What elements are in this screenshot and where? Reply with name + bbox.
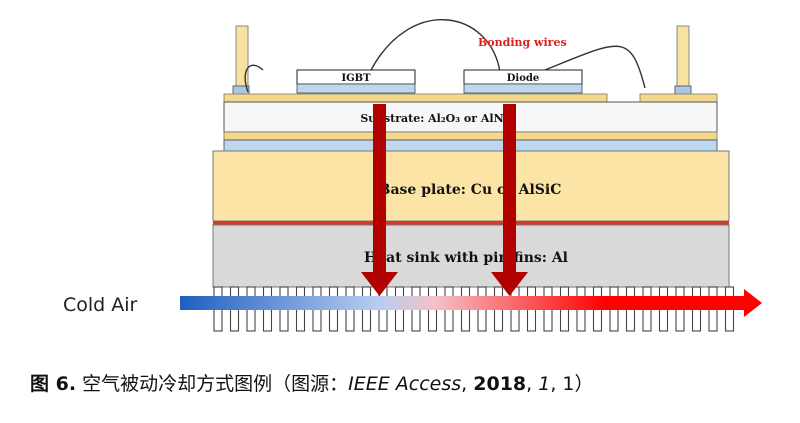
- bonding-wire-2: [369, 19, 501, 73]
- power-module-cooling-diagram: Bonding wires IGBT Diode Substrate: Al₂O…: [63, 19, 762, 332]
- top-copper-right: [639, 93, 718, 103]
- thermal-interface: [213, 221, 729, 225]
- bonding-wire-1: [244, 64, 264, 93]
- bottom-copper: [223, 131, 718, 141]
- caption-journal: IEEE Access: [348, 373, 462, 395]
- heat-sink: [212, 224, 730, 288]
- diode-label: Diode: [507, 73, 540, 84]
- diode-solder: [463, 83, 583, 94]
- igbt-label: IGBT: [341, 73, 371, 84]
- figure-number: 图 6.: [30, 373, 77, 395]
- baseplate-label: Base plate: Cu or AlSiC: [379, 182, 562, 198]
- substrate-label: Substrate: Al₂O₃ or AlN: [360, 112, 503, 125]
- heatsink-label: Heat sink with pin fins: Al: [364, 250, 568, 266]
- igbt-solder: [296, 83, 416, 94]
- heat-arrow-right-head: [491, 272, 528, 296]
- heat-arrow-left-shaft: [373, 104, 386, 274]
- substrate-solder: [223, 139, 718, 152]
- figure-caption: 图 6. 空气被动冷却方式图例（图源：IEEE Access, 2018, 1,…: [30, 369, 594, 396]
- top-copper-left: [223, 93, 608, 103]
- base-plate: [212, 150, 730, 222]
- air-flow-arrowhead: [744, 289, 762, 317]
- air-flow-bar: [180, 296, 748, 310]
- bonding-wire-3: [539, 45, 646, 89]
- caption-rest: , 1）: [550, 373, 594, 395]
- caption-year: 2018: [473, 373, 527, 395]
- caption-sep-1: ,: [461, 373, 474, 395]
- caption-volume: 1: [538, 373, 551, 395]
- caption-text: 空气被动冷却方式图例（图源：: [76, 373, 349, 395]
- bonding-wires-label: Bonding wires: [478, 36, 567, 49]
- heat-arrow-right-shaft: [503, 104, 516, 274]
- terminal-right: [676, 25, 690, 89]
- cold-air-label: Cold Air: [63, 294, 138, 316]
- heat-arrow-left-head: [361, 272, 398, 296]
- caption-sep-2: ,: [526, 373, 539, 395]
- terminal-left: [235, 25, 249, 89]
